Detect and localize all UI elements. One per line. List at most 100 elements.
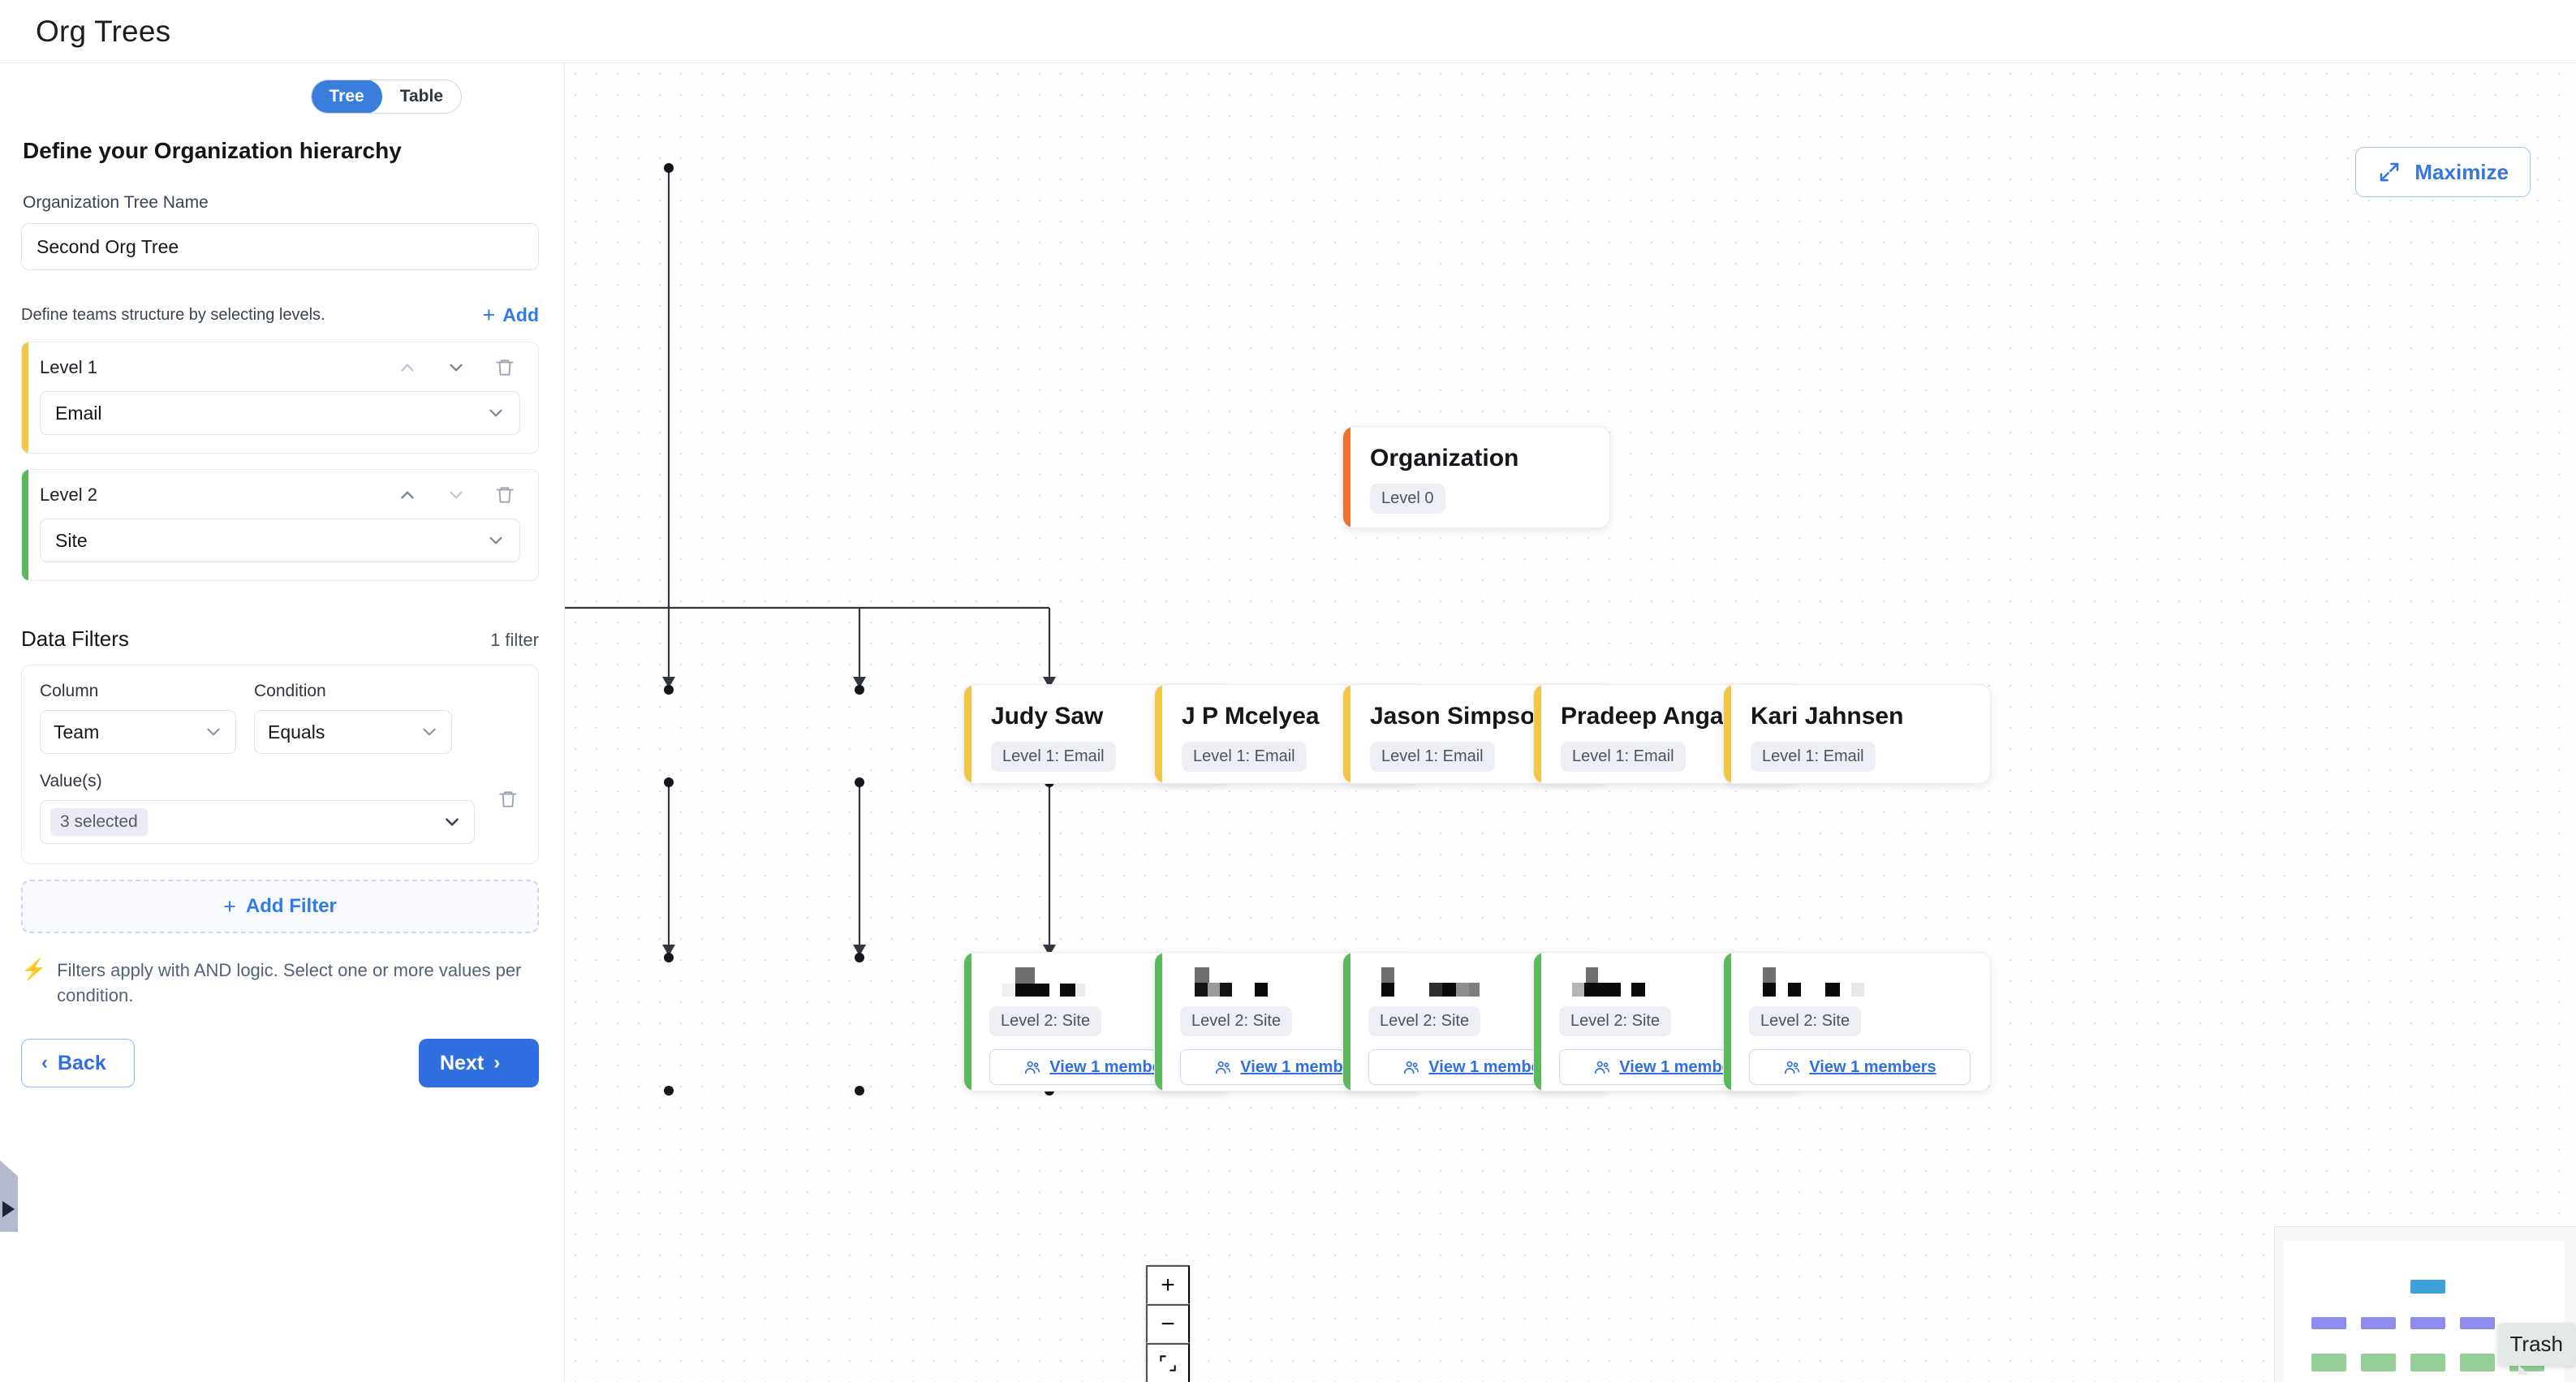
zoom-out-button[interactable]: − — [1146, 1304, 1190, 1343]
node-badge: Level 1: Email — [1561, 742, 1686, 772]
add-filter-button[interactable]: + Add Filter — [21, 880, 539, 933]
org-node-level1[interactable]: Kari Jahnsen Level 1: Email — [1723, 684, 1991, 784]
view-members-label: View 1 members — [1428, 1057, 1556, 1076]
redacted-site-name — [1381, 967, 1590, 1005]
zoom-in-button[interactable]: + — [1146, 1265, 1190, 1304]
node-content: Jason Simpson Level 1: Email — [1343, 685, 1609, 783]
back-button[interactable]: ‹ Back — [21, 1039, 135, 1088]
level-accent-bar — [22, 470, 28, 580]
level-2-name: Level 2 — [40, 484, 97, 505]
filter-count-label: 1 filter — [490, 630, 539, 650]
level-2-actions — [397, 484, 520, 506]
node-badge: Level 2: Site — [1180, 1006, 1293, 1036]
view-members-button[interactable]: View 1 members — [1749, 1049, 1971, 1085]
node-accent-bar — [1343, 427, 1350, 527]
delete-filter-icon[interactable] — [498, 789, 519, 810]
minimap[interactable]: Trash — [2274, 1226, 2576, 1382]
org-node-level2[interactable]: Level 2: Site View 1 members — [1723, 952, 1991, 1091]
minimap-node-level1 — [2410, 1317, 2445, 1329]
view-members-label: View 1 members — [1049, 1057, 1177, 1076]
redacted-site-name — [1193, 967, 1402, 1005]
level-1-value: Email — [55, 402, 102, 424]
node-badge: Level 1: Email — [991, 742, 1116, 772]
add-filter-label: Add Filter — [245, 895, 337, 917]
filter-column-select[interactable]: Team — [40, 710, 236, 754]
node-badge: Level 1: Email — [1182, 742, 1307, 772]
members-icon — [1785, 1061, 1800, 1074]
node-badge: Level 1: Email — [1370, 742, 1495, 772]
tree-layer: Organization Level 0 Judy Saw Level 1: E… — [565, 63, 2576, 1382]
fit-view-button[interactable] — [1146, 1343, 1190, 1382]
node-badge: Level 2: Site — [1559, 1006, 1672, 1036]
sidebar-collapse-handle[interactable] — [0, 1160, 18, 1232]
node-accent-bar — [1155, 953, 1162, 1091]
tab-tree[interactable]: Tree — [311, 80, 382, 113]
node-content: Judy Saw Level 1: Email — [964, 685, 1230, 783]
chevron-up-icon[interactable] — [397, 484, 418, 506]
add-level-button[interactable]: + Add — [483, 304, 540, 326]
node-title: Pradeep Angadi — [1561, 703, 1746, 730]
filter-values-select[interactable]: 3 selected — [40, 800, 475, 844]
lightning-icon: ⚡ — [21, 958, 47, 981]
chevron-down-icon — [207, 728, 220, 736]
node-badge: Level 2: Site — [989, 1006, 1102, 1036]
filter-condition-select[interactable]: Equals — [254, 710, 452, 754]
tab-table[interactable]: Table — [382, 80, 461, 113]
app-header: Org Trees — [0, 0, 2576, 63]
sidebar-panel: Tree Table Define your Organization hier… — [0, 63, 565, 1382]
node-badge: Level 2: Site — [1749, 1006, 1862, 1036]
node-accent-bar — [1534, 685, 1541, 783]
minimap-node-level2 — [2460, 1354, 2495, 1371]
minimap-node-level2 — [2410, 1354, 2445, 1371]
trash-icon[interactable] — [494, 357, 515, 378]
level-1-select[interactable]: Email — [40, 391, 520, 435]
level-card-2: Level 2 Site — [21, 469, 539, 581]
chevron-down-icon[interactable] — [446, 484, 467, 506]
tree-name-label: Organization Tree Name — [23, 193, 209, 212]
node-accent-bar — [1343, 953, 1350, 1091]
minimap-node-level1 — [2361, 1317, 2396, 1329]
zoom-controls[interactable]: + − — [1145, 1264, 1191, 1382]
level-accent-bar — [22, 342, 28, 453]
chevron-up-icon[interactable] — [397, 357, 418, 378]
tree-name-input[interactable]: Second Org Tree — [21, 223, 539, 270]
redacted-site-name — [1002, 967, 1211, 1005]
level-1-actions — [397, 357, 520, 378]
node-badge: Level 0 — [1370, 484, 1445, 514]
body-split: Tree Table Define your Organization hier… — [0, 63, 2576, 1382]
node-content: Organization Level 0 — [1343, 427, 1609, 527]
node-title: Jason Simpson — [1370, 703, 1550, 730]
wizard-nav: ‹ Back Next › — [21, 1039, 539, 1088]
org-node-root[interactable]: Organization Level 0 — [1342, 426, 1610, 528]
trash-icon[interactable] — [494, 484, 515, 506]
node-title: Organization — [1370, 445, 1519, 471]
view-members-label: View 1 members — [1809, 1057, 1936, 1076]
back-label: Back — [58, 1051, 106, 1074]
filter-column-group: Column Team — [40, 682, 236, 754]
node-content: Pradeep Angadi Level 1: Email — [1534, 685, 1800, 783]
filter-row-top: Column Team Condition Equals — [40, 682, 520, 754]
minimap-node-level1 — [2311, 1317, 2346, 1329]
page-title: Org Trees — [36, 14, 171, 48]
chevron-down-icon[interactable] — [446, 357, 467, 378]
minimap-node-level2 — [2361, 1354, 2396, 1371]
view-mode-toggle[interactable]: Tree Table — [310, 80, 462, 114]
filters-note: ⚡ Filters apply with AND logic. Select o… — [21, 958, 524, 1008]
filter-column-label: Column — [40, 682, 99, 700]
next-button[interactable]: Next › — [419, 1039, 539, 1088]
chevron-left-icon: ‹ — [41, 1052, 48, 1074]
filter-condition-label: Condition — [254, 682, 326, 700]
level-card-header: Level 2 — [40, 484, 520, 506]
redacted-site-name — [1572, 967, 1781, 1005]
play-triangle-icon — [2, 1201, 15, 1217]
level-card-header: Level 1 — [40, 357, 520, 378]
maximize-icon — [2380, 162, 2399, 182]
chevron-down-icon — [446, 818, 459, 826]
maximize-button[interactable]: Maximize — [2355, 147, 2531, 197]
node-content: Level 2: Site View 1 members — [1534, 953, 1800, 1091]
add-level-label: Add — [502, 304, 539, 325]
node-accent-bar — [1343, 685, 1350, 783]
tree-canvas[interactable]: Maximize — [565, 63, 2576, 1382]
minimap-node-level1 — [2460, 1317, 2495, 1329]
level-2-select[interactable]: Site — [40, 519, 520, 562]
